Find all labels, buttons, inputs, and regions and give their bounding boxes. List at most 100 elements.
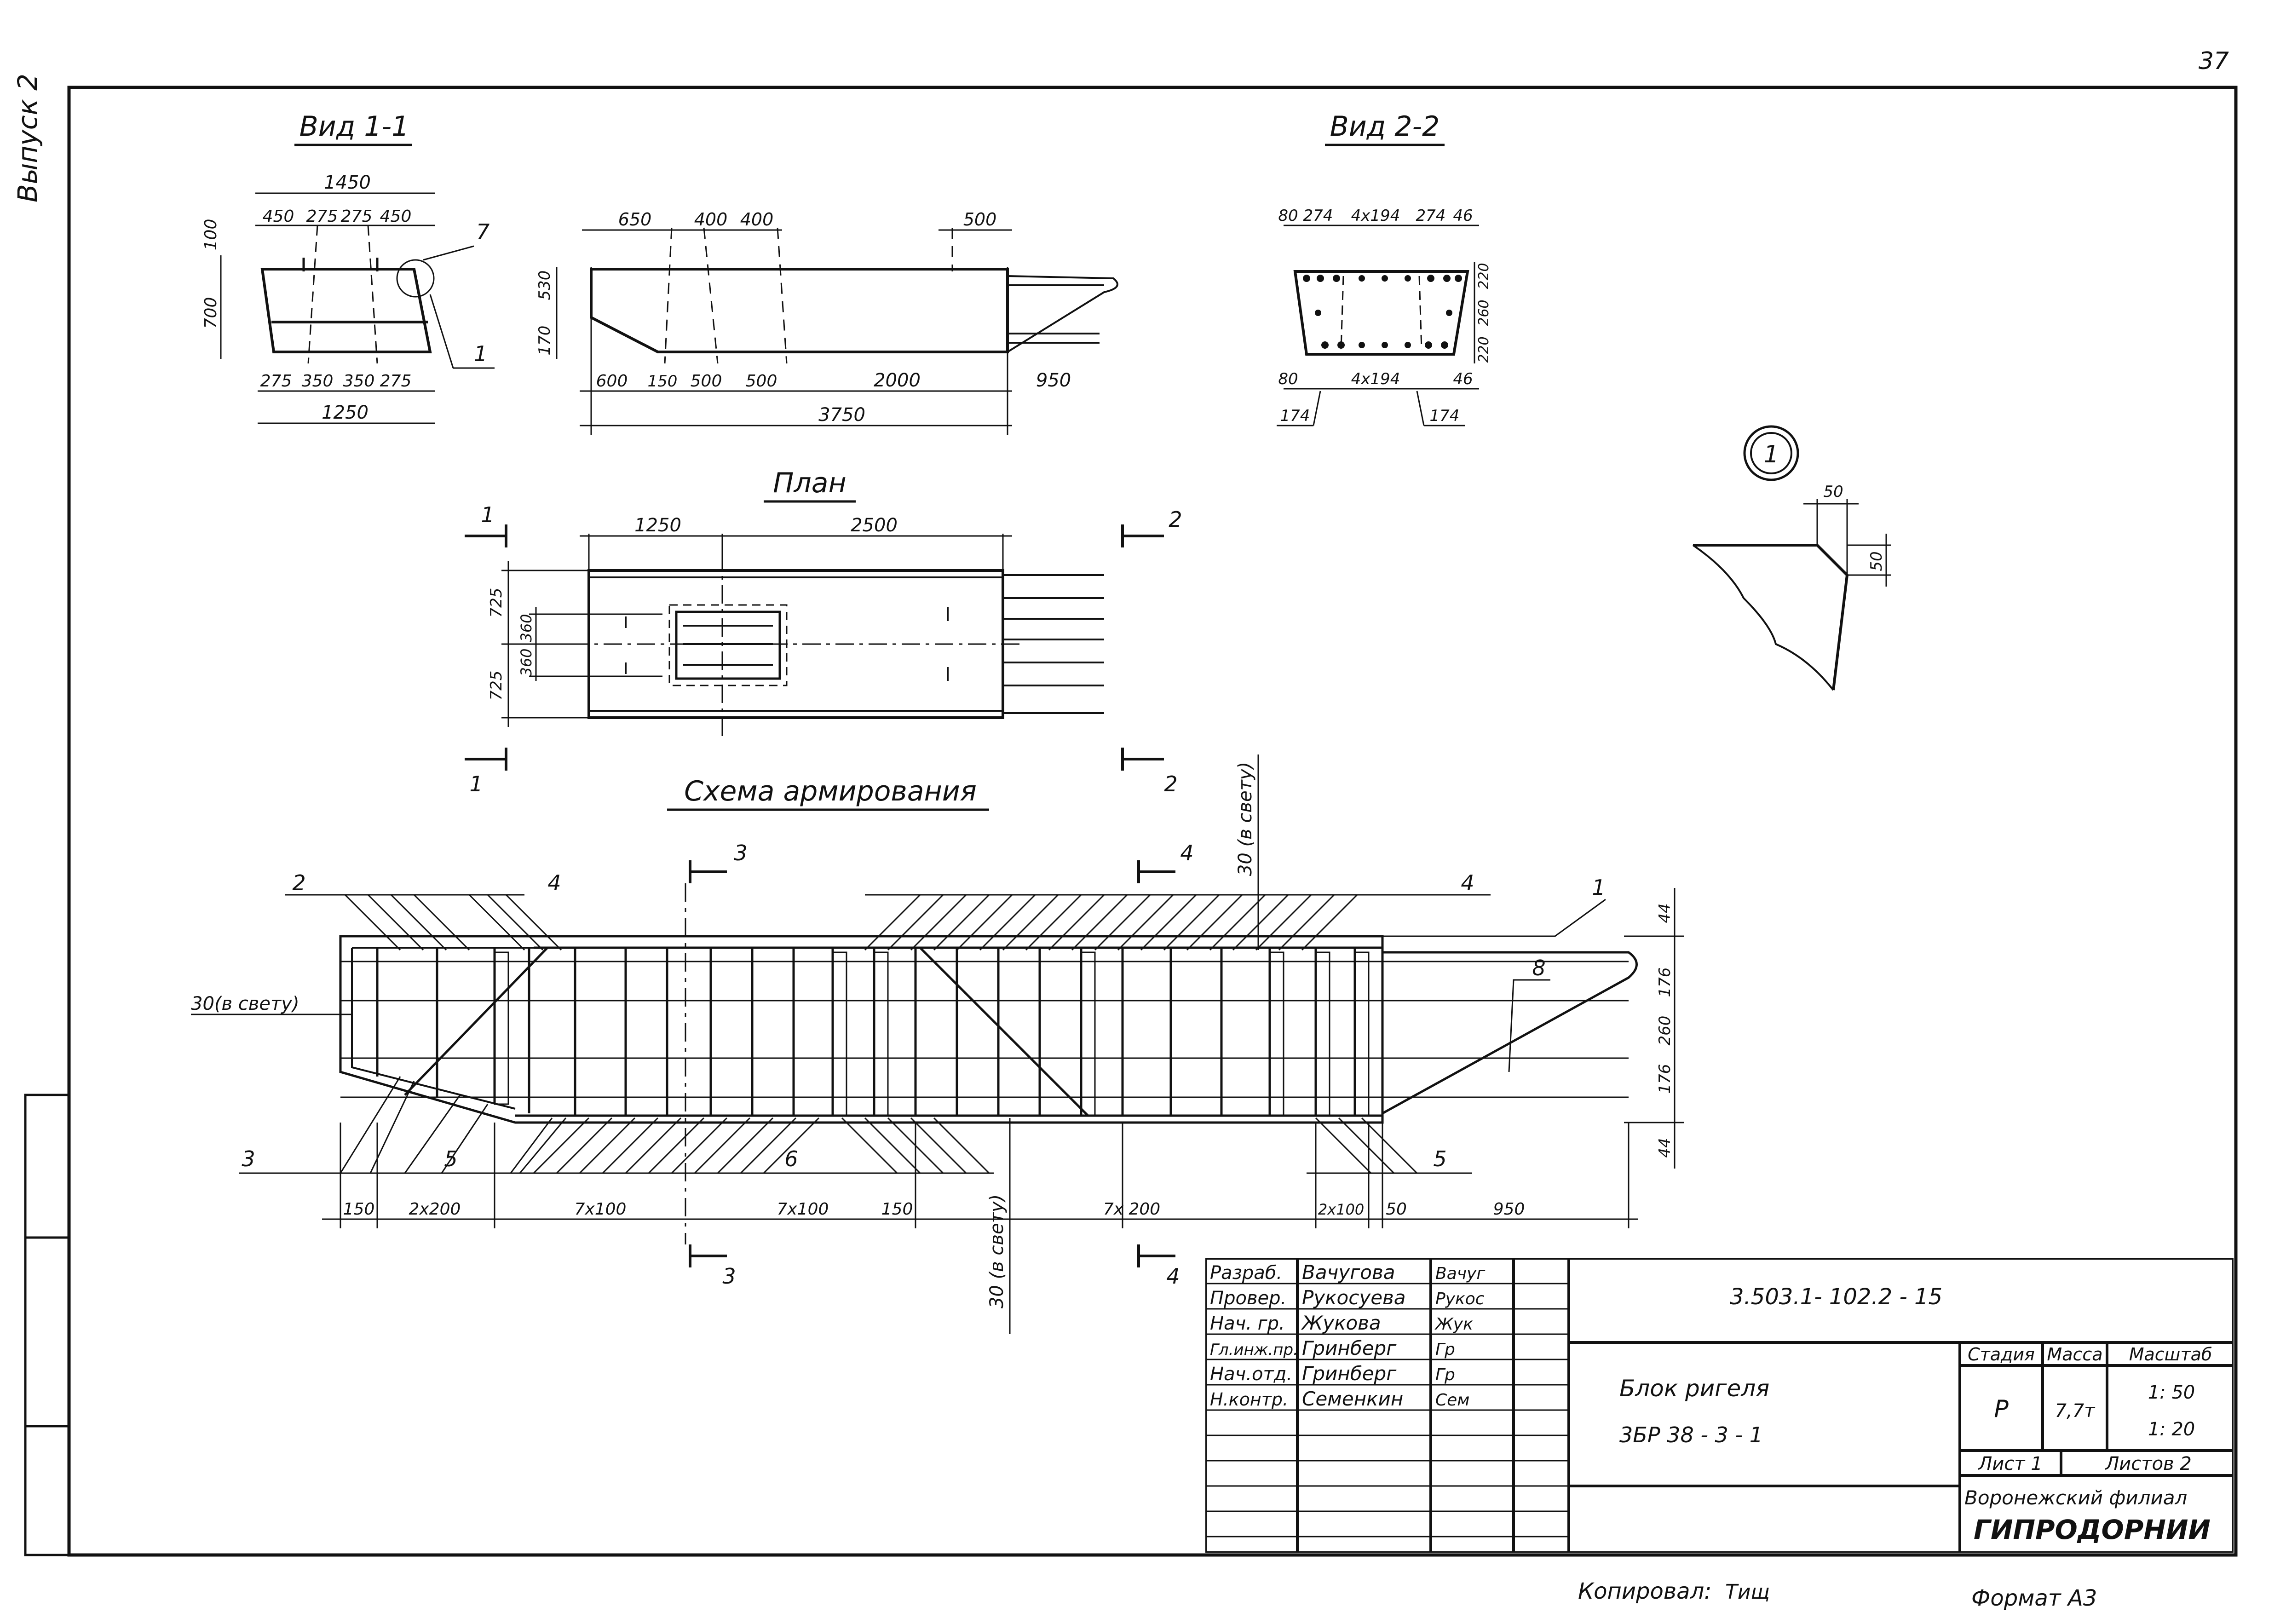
side-view: 650 400 400 500 530 170 600 150 500 500 … [536, 209, 1118, 435]
dim: 275 [306, 207, 338, 226]
detail-marker [1743, 425, 1799, 481]
dim: 174 [1280, 407, 1310, 425]
dim: 725 [487, 671, 506, 701]
view-2-2: Вид 2-2 80 274 4х194 274 46 [1277, 110, 1492, 426]
format-label: Формат А3 [1971, 1585, 2097, 1611]
dim: 176 [1656, 1064, 1674, 1094]
person-name: Жукова [1301, 1312, 1381, 1334]
dim: 46 [1453, 370, 1473, 388]
dim: 450 [380, 207, 412, 226]
title-block-grid: Разраб. Провер. Нач. гр. Гл.инж.пр. Нач.… [1205, 1258, 2234, 1553]
person-name: Семенкин [1302, 1388, 1403, 1410]
role-label: Н.контр. [1210, 1389, 1288, 1410]
dim: 275 [380, 372, 412, 391]
view-1-1: Вид 1-1 1450 450 275 275 450 100 700 275… [202, 110, 495, 424]
dim: 220 [1476, 336, 1492, 363]
callout: 4 [1461, 870, 1474, 895]
dim: 174 [1430, 407, 1460, 425]
scale-header: Масштаб [2129, 1344, 2212, 1365]
signature: Жук [1434, 1315, 1473, 1334]
dim: 650 [618, 209, 652, 230]
signature: Сем [1435, 1391, 1469, 1410]
view-2-2-title: Вид 2-2 [1330, 110, 1440, 143]
role-label: Провер. [1210, 1288, 1286, 1309]
role-label: Нач.отд. [1210, 1364, 1292, 1385]
dim: 450 [263, 207, 294, 226]
dim: 530 [536, 271, 554, 300]
detail-outline [1693, 544, 1849, 691]
person-name: Рукосуева [1302, 1286, 1406, 1309]
dim: 1450 [324, 172, 371, 193]
dim: 44 [1656, 903, 1674, 923]
section-1-1-outline [260, 268, 432, 353]
reinforcement-scheme: Схема армирования [191, 754, 1684, 1334]
dim: 150 [648, 372, 678, 391]
section-mark: 3 [722, 1264, 736, 1289]
scale-value: 1: 20 [2148, 1419, 2195, 1440]
person-name: Гринберг [1302, 1362, 1397, 1385]
dim: 3750 [818, 404, 865, 426]
dim: 7х 200 [1103, 1200, 1160, 1219]
callout: 5 [1433, 1146, 1446, 1171]
rebar-dots [1303, 275, 1462, 349]
scale-value: 1: 50 [2148, 1382, 2195, 1403]
binding-stub [24, 1094, 70, 1556]
dim: 2500 [851, 515, 898, 536]
dim: 360 [518, 648, 535, 676]
signature: Гр [1435, 1365, 1455, 1384]
dim: 50 [1867, 551, 1886, 571]
signature: Вачуг [1435, 1264, 1486, 1283]
note-top: 30 (в свету) [1235, 762, 1256, 876]
section-mark: 2 [1164, 772, 1177, 796]
callout: 4 [547, 870, 561, 895]
dim: 400 [694, 209, 728, 230]
dim: 1250 [634, 515, 681, 536]
designation: 3.503.1- 102.2 - 15 [1730, 1284, 1942, 1310]
copied-signature: Тищ [1725, 1580, 1770, 1604]
reinforcement-title: Схема армирования [684, 775, 977, 807]
dim: 176 [1656, 967, 1674, 997]
page-number: 37 [2199, 47, 2229, 75]
dim: 260 [1656, 1016, 1674, 1046]
person-name: Вачугова [1302, 1261, 1395, 1284]
dim: 400 [740, 209, 774, 230]
person-name: Гринберг [1302, 1337, 1397, 1359]
callout: 8 [1532, 956, 1545, 980]
dim: 150 [343, 1200, 375, 1219]
dim: 500 [963, 209, 997, 230]
dim: 275 [260, 372, 292, 391]
role-label: Разраб. [1210, 1262, 1282, 1284]
detail-marker-label: 1 [1763, 441, 1779, 468]
dim: 4х194 [1351, 207, 1400, 225]
section-2-2-outline [1293, 270, 1469, 356]
plan-title: План [773, 467, 846, 499]
callout: 3 [242, 1146, 255, 1171]
section-mark: 2 [1169, 507, 1182, 532]
detail-1: 1 50 50 [1692, 425, 1891, 691]
dim: 274 [1303, 207, 1333, 225]
callout: 1 [474, 341, 487, 366]
dim: 4х194 [1351, 370, 1400, 388]
dim: 600 [596, 372, 628, 391]
dim: 50 [1386, 1200, 1407, 1219]
drawing-frame [67, 86, 2238, 1557]
organization: Воронежский филиал [1964, 1486, 2187, 1509]
mass-header: Масса [2047, 1344, 2102, 1365]
dim: 260 [1476, 299, 1492, 326]
dim: 950 [1036, 370, 1071, 391]
callout: 7 [476, 219, 489, 244]
callout: 1 [1592, 875, 1605, 900]
section-mark: 3 [734, 841, 747, 865]
note-left: 30(в свету) [191, 993, 299, 1014]
side-label: Выпуск 2 [12, 74, 43, 202]
sheet-label: Лист 1 [1977, 1453, 2043, 1474]
side-view-outline [590, 268, 1009, 353]
mass-value: 7,7т [2055, 1400, 2096, 1422]
signature: Рукос [1435, 1290, 1485, 1308]
role-label: Нач. гр. [1210, 1313, 1285, 1334]
dim: 700 [202, 297, 220, 329]
section-mark: 4 [1180, 841, 1193, 865]
copied-label: Копировал: [1578, 1578, 1711, 1604]
plan-view: План [465, 467, 1182, 796]
